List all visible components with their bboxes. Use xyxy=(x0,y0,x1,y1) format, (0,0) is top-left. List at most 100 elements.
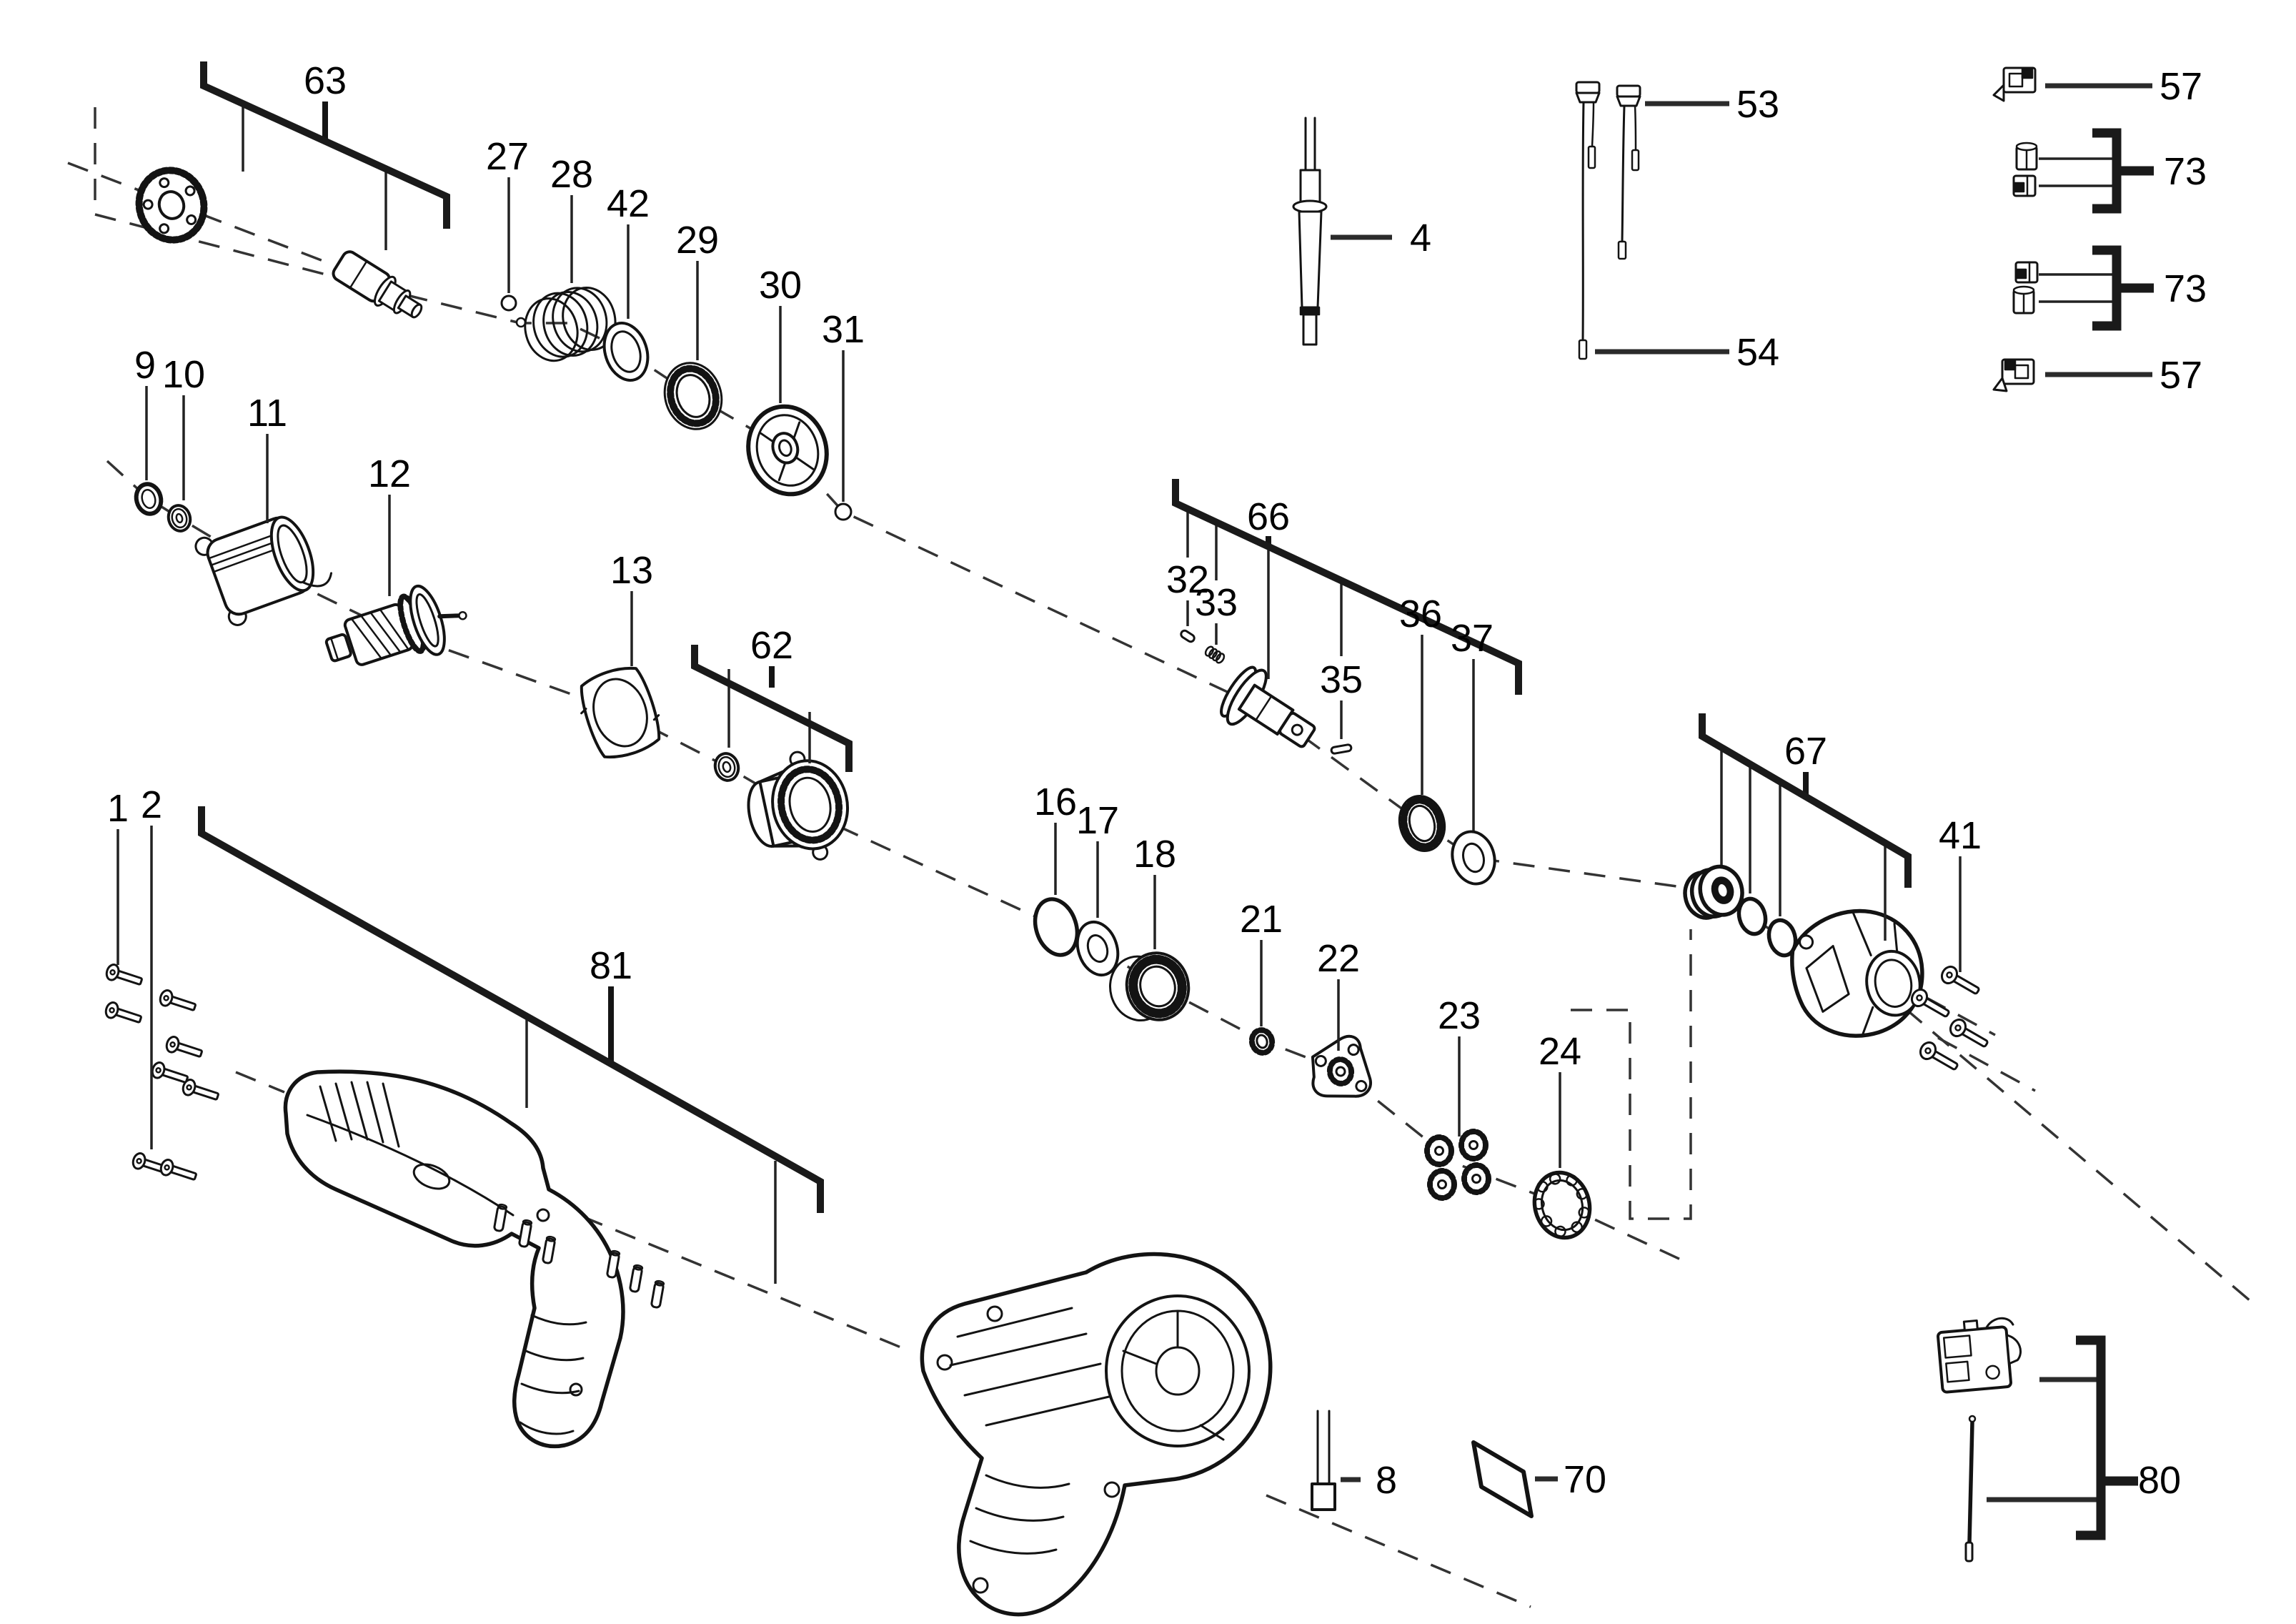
part-label-42: 42 xyxy=(607,182,650,225)
part-label-10: 10 xyxy=(162,353,205,396)
part-label-53: 53 xyxy=(1736,83,1779,126)
part-label-17: 17 xyxy=(1076,799,1119,842)
part-label-37: 37 xyxy=(1451,617,1494,660)
part-label-31: 31 xyxy=(822,308,865,351)
part-label-67: 67 xyxy=(1784,730,1827,773)
part-label-2: 2 xyxy=(141,783,162,826)
group-bracket-1 xyxy=(691,645,853,772)
part-81-pins xyxy=(493,1203,665,1309)
part-label-9: 9 xyxy=(134,344,156,387)
part-label-21: 21 xyxy=(1240,898,1283,941)
part-67-o-ring-1 xyxy=(1736,896,1768,936)
part-label-22: 22 xyxy=(1317,937,1360,980)
part-label-27: 27 xyxy=(486,135,529,178)
part-27-ball xyxy=(500,294,527,328)
part-label-63: 63 xyxy=(304,59,347,102)
part-17-washer xyxy=(1075,920,1120,977)
part-62-bearing xyxy=(713,752,740,782)
part-label-81: 81 xyxy=(590,944,632,987)
part-label-28: 28 xyxy=(550,153,593,196)
group-bracket-0 xyxy=(200,61,450,229)
part-label-73: 73 xyxy=(2164,150,2207,193)
part-29-toothed-ring xyxy=(663,362,723,430)
part-label-33: 33 xyxy=(1195,581,1238,624)
part-31-ball xyxy=(834,502,853,521)
dashed-axis-6 xyxy=(1266,1494,1531,1608)
part-8-capacitor xyxy=(1311,1410,1336,1511)
part-label-36: 36 xyxy=(1399,593,1442,635)
group-bracket-3 xyxy=(1699,713,1912,888)
part-11-stator xyxy=(194,515,333,626)
part-label-18: 18 xyxy=(1133,833,1176,876)
dashed-axis-0 xyxy=(67,162,329,264)
part-label-41: 41 xyxy=(1939,814,1982,857)
part-label-12: 12 xyxy=(368,452,411,495)
part-label-54: 54 xyxy=(1736,331,1779,374)
part-57-brush-holder-top xyxy=(1992,66,2037,102)
part-81-housing-right xyxy=(920,1252,1273,1617)
part-63-spindle xyxy=(332,250,423,319)
dashed-axis-9 xyxy=(1571,929,1692,1220)
part-35-pin xyxy=(1330,743,1353,755)
part-28-spring xyxy=(524,286,617,362)
part-label-1: 1 xyxy=(107,787,129,830)
part-63-cam-flange xyxy=(135,167,208,244)
part-label-70: 70 xyxy=(1564,1458,1606,1501)
part-label-8: 8 xyxy=(1376,1459,1397,1502)
part-36-toothed-washer xyxy=(1398,794,1446,853)
dashed-axis-4 xyxy=(235,1071,285,1094)
part-24-ball-retainer xyxy=(1532,1170,1592,1240)
part-70-label-sticker xyxy=(1471,1440,1534,1518)
part-label-73: 73 xyxy=(2164,267,2207,310)
part-57-brush-holder-bottom xyxy=(1992,358,2035,392)
group-bracket-heavy-2 xyxy=(2092,245,2122,331)
part-label-11: 11 xyxy=(247,392,287,435)
part-label-30: 30 xyxy=(759,264,802,307)
part-label-13: 13 xyxy=(610,549,653,592)
part-23-planet-gears xyxy=(1424,1129,1491,1201)
part-67-hammer-case xyxy=(1790,908,1924,1038)
part-66-anvil xyxy=(1220,665,1316,748)
part-30-cam-disc xyxy=(746,404,829,497)
part-21-pinion-gear xyxy=(1248,1027,1276,1056)
part-22-carrier xyxy=(1311,1034,1372,1098)
group-bracket-heavy-1 xyxy=(2092,128,2122,214)
part-10-bearing xyxy=(167,504,192,533)
part-41-screws xyxy=(1910,965,1989,1071)
part-73-terminals-upper xyxy=(2012,142,2038,197)
part-label-80: 80 xyxy=(2138,1459,2181,1502)
part-label-66: 66 xyxy=(1247,495,1290,538)
part-label-24: 24 xyxy=(1539,1030,1581,1073)
dashed-axis-8 xyxy=(1937,1036,2036,1092)
leader-lines-and-brackets xyxy=(116,61,2154,1540)
part-label-57: 57 xyxy=(2160,65,2202,108)
dashed-axis-1 xyxy=(94,107,625,352)
group-bracket-4 xyxy=(198,806,824,1213)
part-label-57: 57 xyxy=(2160,354,2202,397)
part-42-washer xyxy=(602,321,650,382)
part-18-ring-gear xyxy=(1108,951,1191,1022)
part-80-switch xyxy=(1937,1317,2022,1394)
part-67-bearing-retainer xyxy=(1683,864,1744,920)
part-1-2-housing-screws xyxy=(104,964,219,1181)
part-label-4: 4 xyxy=(1410,217,1431,259)
part-label-16: 16 xyxy=(1034,781,1077,823)
group-bracket-heavy-0 xyxy=(2076,1335,2106,1540)
part-9-seal xyxy=(134,482,164,516)
part-label-62: 62 xyxy=(750,624,793,667)
part-12-armature xyxy=(324,584,467,666)
part-13-gasket xyxy=(580,666,661,759)
part-label-35: 35 xyxy=(1320,658,1363,701)
part-label-23: 23 xyxy=(1438,994,1481,1037)
group-bracket-2 xyxy=(1172,479,1522,695)
part-53-lead-wire-set xyxy=(1575,81,1641,360)
part-67-o-ring-2 xyxy=(1766,918,1798,958)
part-73-terminals-lower xyxy=(2012,261,2039,315)
part-62-gear-case xyxy=(747,751,850,861)
part-33-spring xyxy=(1204,645,1226,664)
part-label-29: 29 xyxy=(676,219,719,262)
part-4-lamp xyxy=(1292,117,1328,346)
part-37-washer xyxy=(1451,830,1496,886)
part-32-pin xyxy=(1180,629,1196,643)
